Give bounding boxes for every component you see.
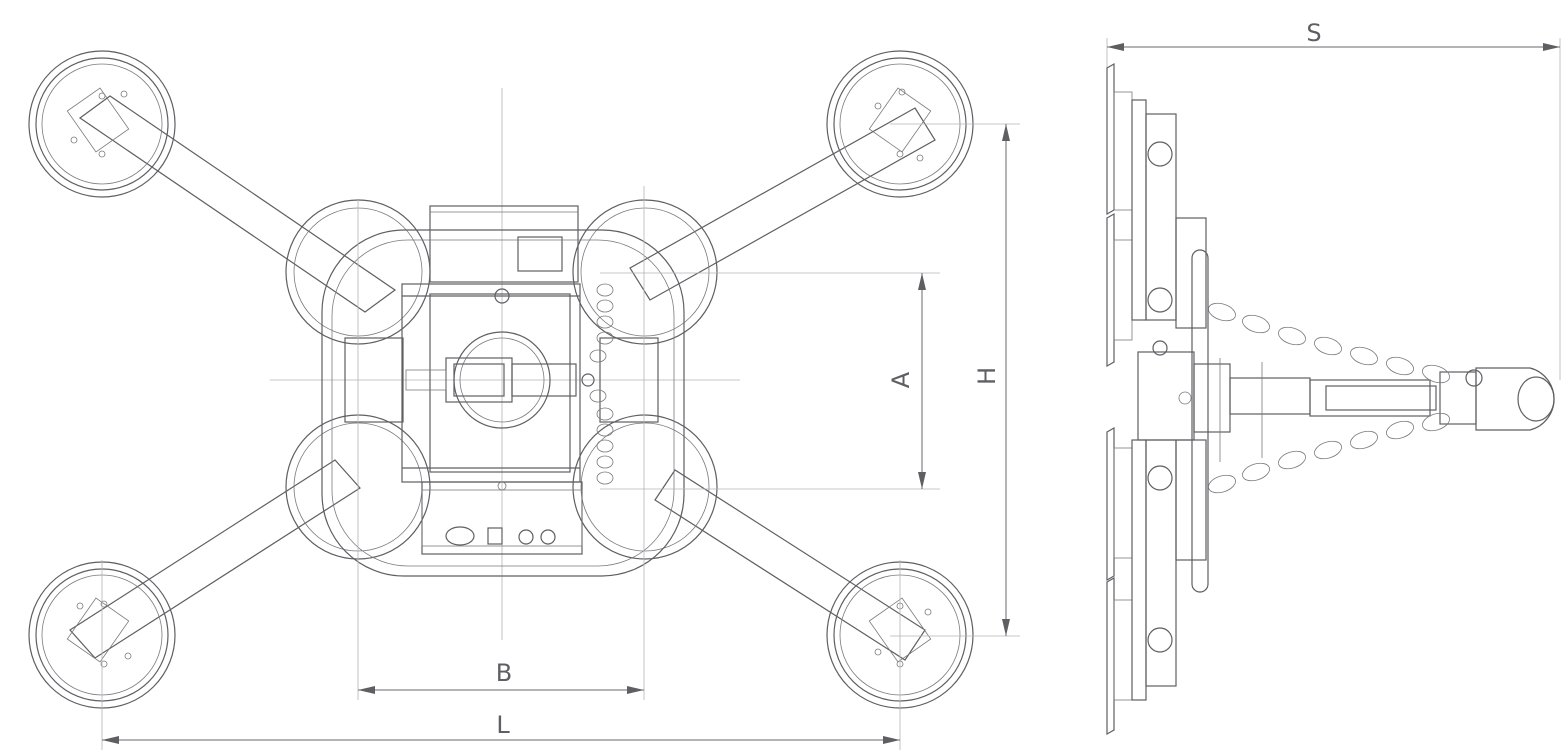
arm-top-right [629,107,936,301]
top-housing [429,205,579,283]
suction-pad-top-left [28,50,176,198]
arm-bottom-left [69,459,361,659]
dimension-label-L: L [496,711,510,739]
arm-bottom-right [654,469,926,661]
arm-top-left [78,95,397,313]
side-pads [1106,62,1133,736]
outer-suction-pads [28,50,974,709]
dimension-label-S: S [1306,19,1321,47]
dimensions: A H B L [101,19,1561,750]
dimension-label-A: A [887,371,915,388]
dimension-L: L [101,560,901,750]
dimension-H: H [890,123,1020,637]
side-hook-arm [1309,367,1555,431]
central-body [344,283,659,483]
top-view [28,50,974,709]
side-handle [1191,249,1209,593]
dimension-label-H: H [973,367,1001,385]
side-chain-lower [1208,412,1450,494]
side-body [1137,351,1311,462]
dimension-label-B: B [496,659,512,687]
dimension-A: A [600,272,940,490]
side-chain-upper [1208,302,1450,384]
frame [321,229,685,577]
side-beams [1131,99,1207,701]
inner-suction-pads [285,199,718,560]
dimension-B: B [357,186,645,700]
dimension-S: S [1106,19,1561,380]
side-view [1106,62,1555,736]
control-panel [421,481,583,555]
chain [581,283,614,485]
